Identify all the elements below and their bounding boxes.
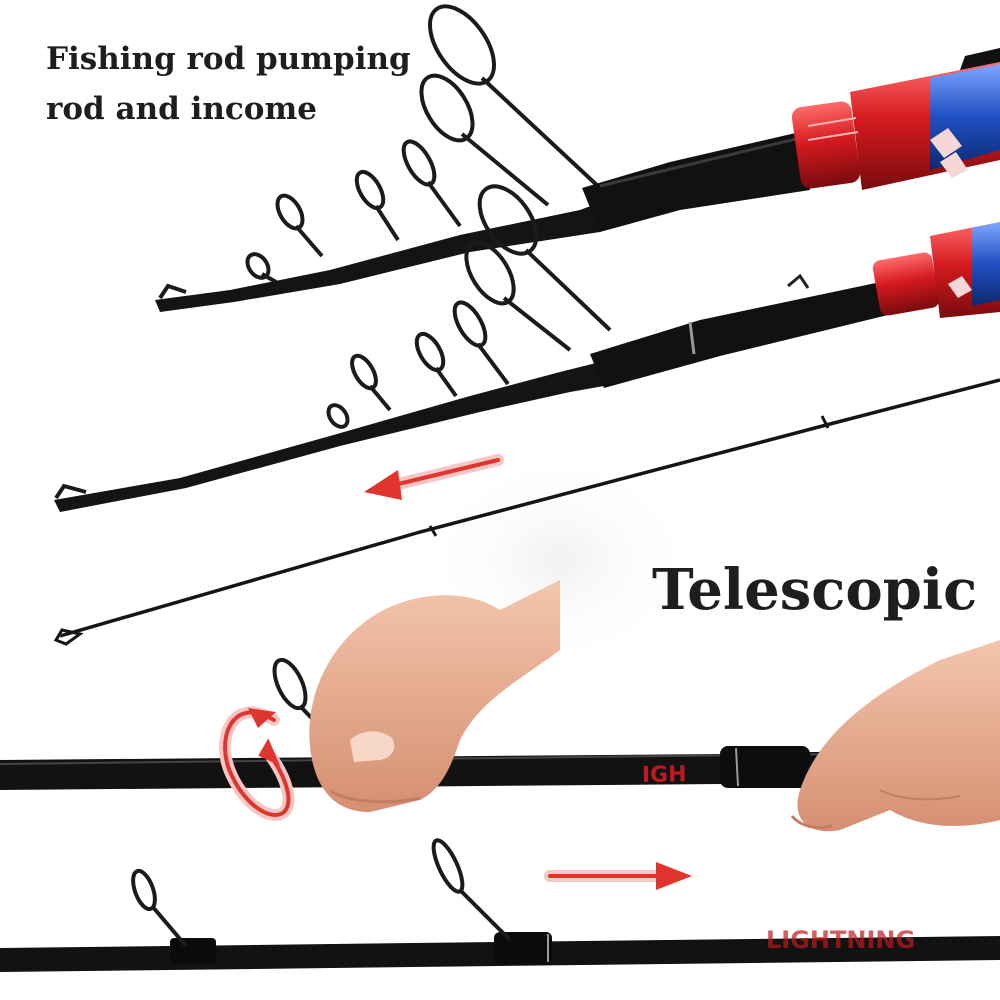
rod-guide-rings	[54, 184, 612, 500]
rod-guide-rings	[131, 838, 512, 948]
arrow-left-icon	[364, 454, 504, 500]
heading-line-1: Fishing rod pumping	[46, 41, 411, 77]
rod-guide-rings	[158, 4, 602, 300]
heading-caption: Fishing rod pumping rod and income	[46, 34, 446, 134]
arrow-right-icon	[544, 862, 692, 890]
collapsed-rod-lower	[54, 184, 1000, 512]
sougayilang-logo-icon	[930, 128, 968, 178]
rotate-arrow-icon	[219, 706, 295, 821]
sougayilang-logo-icon	[948, 276, 972, 298]
left-hand	[309, 580, 560, 812]
heading-line-2: rod and income	[46, 91, 317, 127]
rod-bottom-section: LIGHTNING	[0, 838, 1000, 972]
extended-rod-tip	[53, 378, 1000, 646]
telescopic-label: Telescopic	[652, 557, 978, 623]
right-hand	[790, 640, 1000, 832]
rod-print-bottom: LIGHTNING	[766, 926, 915, 954]
rod-print-mid: IGH	[642, 762, 687, 788]
collapsed-rod-upper	[155, 4, 1000, 312]
